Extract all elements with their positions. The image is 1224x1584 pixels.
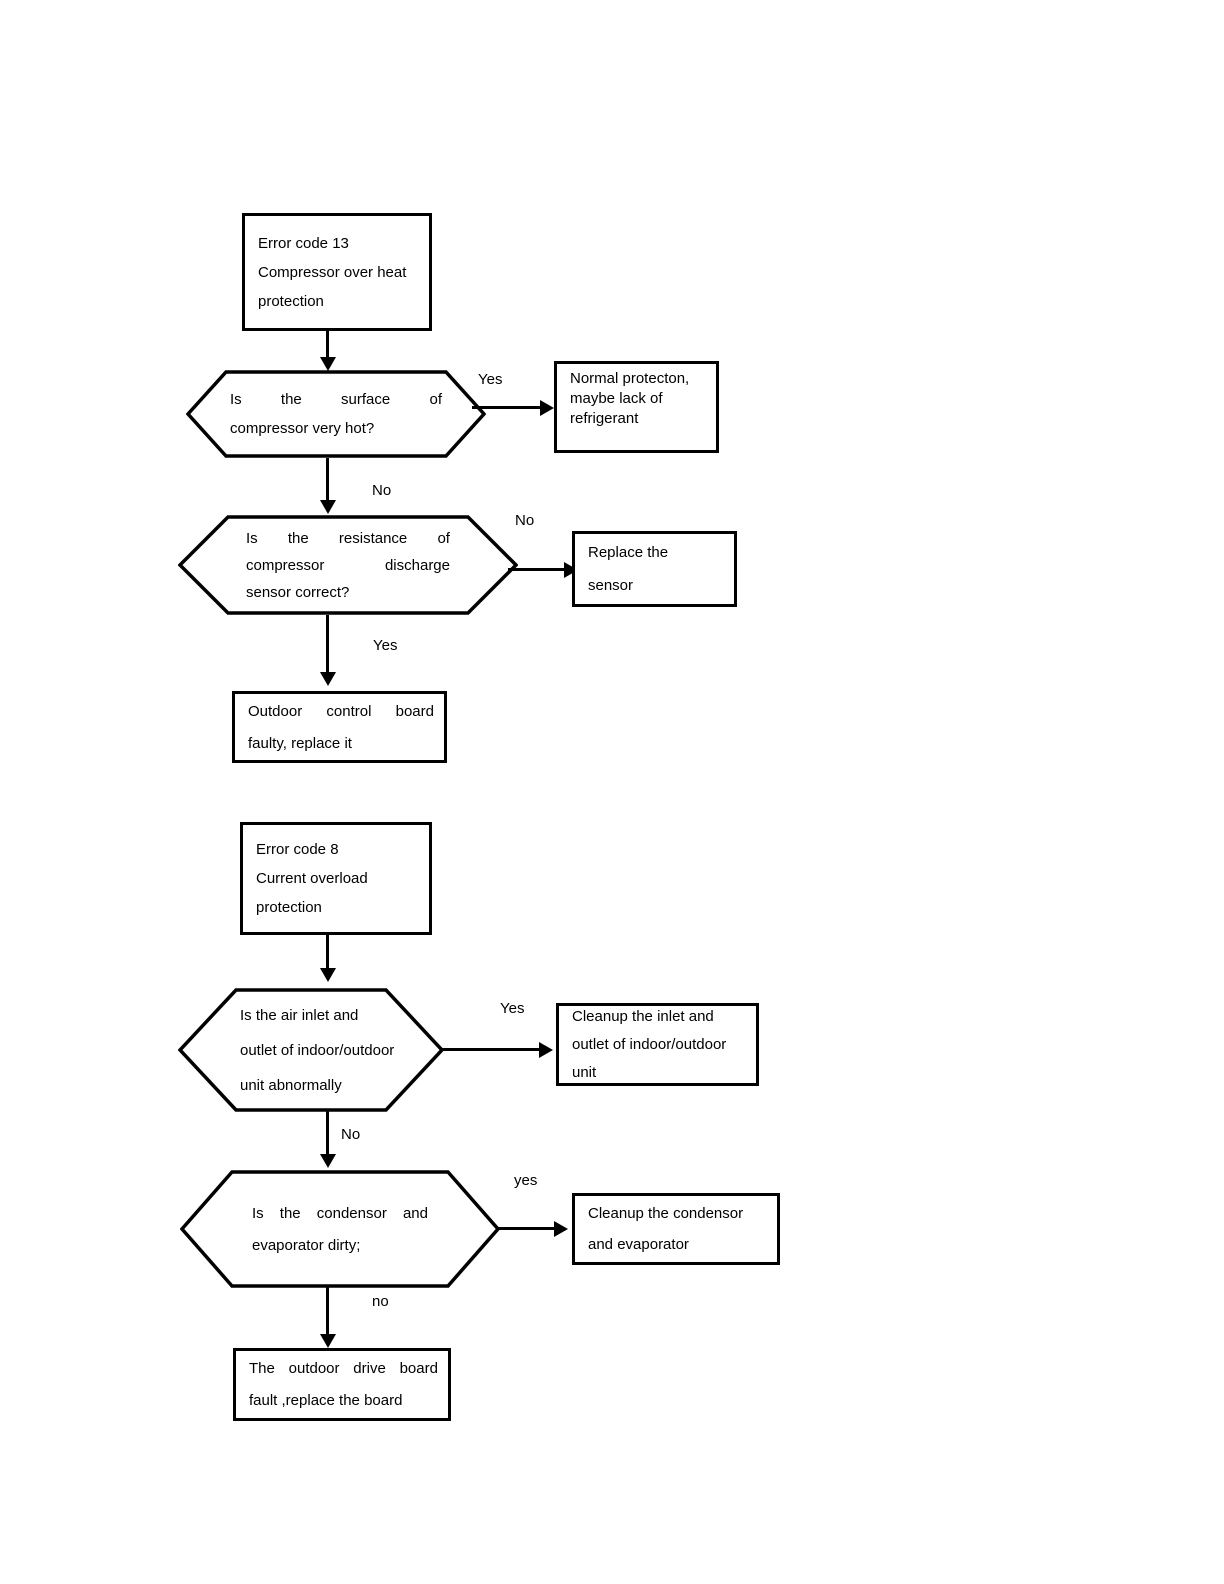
- flow2-decision2-no-label: no: [372, 1293, 389, 1310]
- flow1-connector-decision1-to-decision2: [326, 458, 329, 502]
- flow2-decision2-yes-arrow: [554, 1221, 568, 1237]
- hexagon-shape: [180, 1170, 500, 1288]
- flow2-cleanup-inlet-line3: unit: [572, 1064, 597, 1081]
- flow1-normal-line1: Normal protecton,: [570, 369, 690, 387]
- flow2-start-line1: Error code 8: [256, 841, 339, 858]
- flow2-cleanup-condensor-line1: Cleanup the condensor: [588, 1205, 744, 1222]
- flow1-start-line1: Error code 13: [258, 234, 349, 252]
- flow2-end-w1: The: [249, 1360, 275, 1377]
- flow2-end-w3: drive: [353, 1360, 386, 1377]
- flow2-arrow-decision2-to-end: [320, 1334, 336, 1348]
- flow2-end-w2: outdoor: [288, 1360, 340, 1377]
- hexagon-shape: [178, 988, 444, 1112]
- flow2-arrow-decision1-to-decision2: [320, 1154, 336, 1168]
- flow1-decision1-yes-arrow: [540, 400, 554, 416]
- flow1-replace-line1: Replace the: [588, 544, 669, 561]
- flow2-decision2-w1: Is: [252, 1204, 264, 1222]
- flow1-start-line3: protection: [258, 292, 324, 310]
- flow1-decision1-hexagon: Is the surface of compressor very hot?: [186, 370, 486, 458]
- flow1-decision2-line2: compressor discharge: [246, 558, 450, 573]
- flow2-cleanup-inlet-line1: Cleanup the inlet and: [572, 1008, 714, 1025]
- flow1-arrow-decision2-to-end: [320, 672, 336, 686]
- flow2-decision2-w3: condensor: [316, 1204, 387, 1222]
- flow2-decision2-line1: Is the condensor and: [252, 1206, 428, 1221]
- flow2-decision1-line2: outlet of indoor/outdoor: [240, 1041, 395, 1059]
- flow2-end-line2: fault ,replace the board: [249, 1392, 403, 1409]
- flow2-decision2-yes-label: yes: [514, 1172, 538, 1189]
- flow1-normal-line2: maybe lack of: [570, 389, 663, 407]
- flow2-start-box: Error code 8 Current overload protection: [240, 822, 432, 935]
- flow1-decision2-no-label: No: [515, 512, 535, 529]
- flow2-start-line3: protection: [256, 899, 322, 916]
- flow2-start-line2: Current overload: [256, 870, 368, 887]
- flow1-normal-protection-box: Normal protecton, maybe lack of refriger…: [554, 361, 719, 453]
- flow1-decision1-line1: Is the surface of: [230, 392, 442, 407]
- flow2-end-box: The outdoor drive board fault ,replace t…: [233, 1348, 451, 1421]
- flow1-end-w1: Outdoor: [248, 702, 303, 720]
- hexagon-shape: [186, 370, 486, 458]
- flow2-decision1-line1: Is the air inlet and: [240, 1006, 359, 1024]
- flow2-cleanup-inlet-line2: outlet of indoor/outdoor: [572, 1036, 727, 1053]
- flow2-arrow-start-to-decision1: [320, 968, 336, 982]
- flow2-decision1-hexagon: Is the air inlet and outlet of indoor/ou…: [178, 988, 444, 1112]
- flow1-decision2-w6: discharge: [384, 556, 450, 574]
- flow2-end-line1: The outdoor drive board: [249, 1361, 438, 1376]
- flow1-decision1-w1: Is: [230, 391, 242, 408]
- flow1-decision2-line1: Is the resistance of: [246, 531, 450, 546]
- flow2-end-w4: board: [399, 1360, 438, 1377]
- flow2-cleanup-condensor-line2: and evaporator: [588, 1236, 689, 1253]
- flow1-arrow-start-to-decision1: [320, 357, 336, 371]
- flow1-decision1-yes-label: Yes: [478, 371, 503, 388]
- flow2-decision1-yes-label: Yes: [500, 1000, 525, 1017]
- flow2-decision2-line2: evaporator dirty;: [252, 1236, 361, 1254]
- hexagon-shape: [178, 515, 518, 615]
- flow1-normal-line3: refrigerant: [570, 409, 639, 427]
- flow1-start-line2: Compressor over heat: [258, 263, 407, 281]
- flow2-cleanup-inlet-box: Cleanup the inlet and outlet of indoor/o…: [556, 1003, 759, 1086]
- flow2-decision2-w2: the: [279, 1204, 301, 1222]
- flow1-connector-start-to-decision1: [326, 331, 329, 363]
- flow1-end-box: Outdoor control board faulty, replace it: [232, 691, 447, 763]
- flow2-connector-decision2-to-end: [326, 1287, 329, 1339]
- flow1-decision2-w5: compressor: [246, 556, 325, 574]
- flow1-decision1-w3: surface: [341, 391, 391, 408]
- flow2-decision2-w4: and: [402, 1204, 428, 1222]
- flow1-decision2-w3: resistance: [338, 529, 408, 547]
- flow1-start-box: Error code 13 Compressor over heat prote…: [242, 213, 432, 331]
- flow1-end-line1: Outdoor control board: [248, 704, 434, 719]
- flow1-replace-sensor-box: Replace the sensor: [572, 531, 737, 607]
- flow2-cleanup-condensor-box: Cleanup the condensor and evaporator: [572, 1193, 780, 1265]
- flow1-decision1-line2: compressor very hot?: [230, 420, 375, 437]
- flow1-end-line2: faulty, replace it: [248, 734, 352, 752]
- flow1-replace-line2: sensor: [588, 577, 634, 594]
- flow2-decision2-yes-connector: [498, 1227, 556, 1230]
- flow1-decision1-w4: of: [429, 391, 442, 408]
- flow1-decision2-w2: the: [287, 529, 309, 547]
- flow2-connector-decision1-to-decision2: [326, 1110, 329, 1156]
- flow1-decision1-no-label: No: [372, 482, 392, 499]
- flow1-decision2-w4: of: [437, 529, 450, 547]
- flow1-decision2-no-connector: [508, 568, 566, 571]
- flow1-decision2-hexagon: Is the resistance of compressor discharg…: [178, 515, 518, 615]
- flow1-decision2-line3: sensor correct?: [246, 583, 350, 601]
- flow1-decision1-w2: the: [280, 391, 302, 408]
- flow1-end-w2: control: [326, 702, 372, 720]
- flow1-end-w3: board: [395, 702, 434, 720]
- flow2-decision1-line3: unit abnormally: [240, 1076, 342, 1094]
- flow1-decision2-yes-label: Yes: [373, 637, 398, 654]
- flow1-decision1-yes-connector: [472, 406, 542, 409]
- flow2-decision1-yes-arrow: [539, 1042, 553, 1058]
- flow2-connector-start-to-decision1: [326, 935, 329, 973]
- flow2-decision1-yes-connector: [440, 1048, 540, 1051]
- flow1-decision2-w1: Is: [246, 529, 258, 547]
- flow1-arrow-decision1-to-decision2: [320, 500, 336, 514]
- flow1-connector-decision2-to-end: [326, 615, 329, 675]
- flow2-decision1-no-label: No: [341, 1126, 361, 1143]
- flow2-decision2-hexagon: Is the condensor and evaporator dirty;: [180, 1170, 500, 1288]
